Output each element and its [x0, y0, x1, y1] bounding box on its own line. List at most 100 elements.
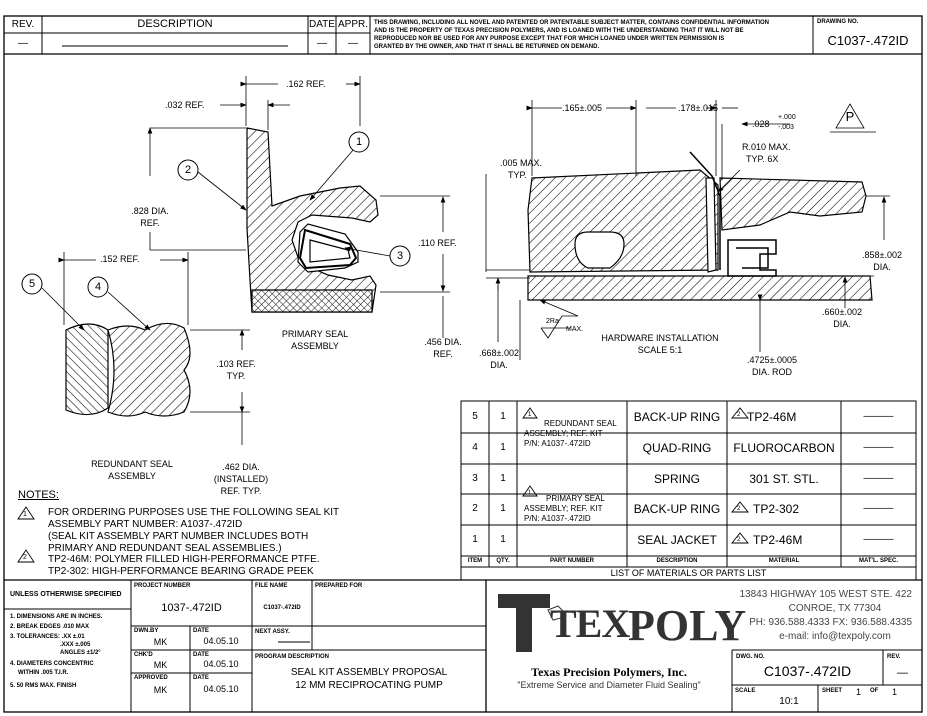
- rev-value: —: [18, 38, 28, 49]
- bom-material: TP2-46M: [747, 409, 797, 424]
- finish-max: MAX.: [566, 326, 584, 333]
- dim-165: .165±.005: [562, 103, 602, 113]
- part-number-redundant: REDUNDANT SEAL: [544, 419, 617, 428]
- bom-description: SPRING: [653, 471, 700, 486]
- dim-668: .668±.002: [479, 348, 519, 358]
- bom-description: BACK-UP RING: [633, 409, 721, 424]
- redundant-seal-title: REDUNDANT SEAL: [91, 459, 173, 469]
- dim-462-installed: (INSTALLED): [213, 474, 269, 484]
- dim-456-ref: REF.: [433, 349, 453, 359]
- dim-858-dia: DIA.: [873, 262, 891, 272]
- part-flag: 1: [528, 490, 532, 496]
- redundant-seal-title-2: ASSEMBLY: [108, 471, 156, 481]
- note-1-flag: 1: [23, 511, 27, 518]
- approved-by-value: MK: [153, 685, 168, 695]
- note-2-line: TP2-46M: POLYMER FILLED HIGH-PERFORMANCE…: [48, 554, 320, 565]
- notice-line: THIS DRAWING, INCLUDING ALL NOVEL AND PA…: [374, 20, 769, 26]
- balloon-1: 1: [355, 136, 363, 148]
- program-description-label: PROGRAM DESCRIPTION: [255, 654, 330, 660]
- bom-header-part: PART NUMBER: [550, 558, 594, 565]
- note-2-line: TP2-302: HIGH-PERFORMANCE BEARING GRADE …: [48, 566, 314, 577]
- bom-description: SEAL JACKET: [637, 533, 717, 548]
- bom-header-qty: QTY.: [496, 558, 510, 565]
- bom-item: 4: [472, 442, 478, 454]
- balloon-3: 3: [396, 250, 404, 262]
- email-link[interactable]: e-mail: info@texpoly.com: [779, 631, 891, 642]
- bom-spec: ———: [863, 442, 894, 454]
- bom-qty: 1: [500, 410, 506, 422]
- dim-005-typ: TYP.: [508, 170, 527, 180]
- date-label: DATE: [193, 652, 209, 658]
- spec-line: ANGLES ±1/2°: [60, 650, 101, 656]
- part-number-primary: P/N: A1037-.472ID: [524, 514, 591, 523]
- dim-028-plus: +.000: [778, 114, 796, 121]
- checked-by-label: CHK'D: [134, 652, 153, 658]
- bom-spec: ———: [863, 410, 894, 422]
- approved-by-label: APPROVED: [134, 675, 168, 681]
- drawn-by-label: DWN.BY: [134, 628, 159, 634]
- appr-header: APPR.: [337, 19, 368, 30]
- dim-660-dia: DIA.: [833, 319, 851, 329]
- drawing-no-value: C1037-.472ID: [827, 33, 909, 48]
- dwg-no-value: C1037-.472ID: [763, 663, 852, 679]
- dim-858: .858±.002: [862, 250, 902, 260]
- scale-label: SCALE: [735, 688, 756, 694]
- bom-qty: 1: [500, 472, 506, 484]
- bom-material: TP2-46M: [753, 533, 803, 548]
- of-label: OF: [870, 688, 879, 694]
- dim-152-ref: .152 REF.: [100, 254, 140, 264]
- balloon-5: 5: [28, 278, 36, 290]
- radius-note: R.010 MAX.: [742, 142, 791, 152]
- description-header: DESCRIPTION: [137, 18, 213, 30]
- file-name-value: C1037-.472ID: [263, 605, 301, 611]
- dwg-no-label: DWG. NO.: [736, 654, 765, 660]
- prepared-for-label: PREPARED FOR: [315, 583, 363, 589]
- dim-668-dia: DIA.: [490, 360, 508, 370]
- p-symbol-icon: P: [845, 109, 855, 124]
- rev-value: —: [897, 667, 908, 679]
- dim-162-ref: .162 REF.: [286, 79, 326, 89]
- dim-462-dia: .462 DIA.: [222, 462, 260, 472]
- dim-4725: .4725±.0005: [747, 355, 797, 365]
- note-1-line: (SEAL KIT ASSEMBLY PART NUMBER INCLUDES …: [48, 531, 309, 542]
- primary-seal-title-2: ASSEMBLY: [291, 341, 339, 351]
- note-1-line: ASSEMBLY PART NUMBER: A1037-.472ID: [48, 519, 243, 530]
- bom-material: 301 ST. STL.: [749, 471, 819, 486]
- dim-032-ref: .032 REF.: [165, 100, 205, 110]
- bom-spec: ———: [863, 534, 894, 546]
- program-description-1: SEAL KIT ASSEMBLY PROPOSAL: [290, 667, 448, 678]
- bom-qty: 1: [500, 442, 506, 454]
- drawn-by-value: MK: [153, 637, 168, 647]
- part-number-primary: PRIMARY SEAL: [546, 494, 605, 503]
- part-number-redundant: ASSEMBLY; REF. KIT: [524, 429, 603, 438]
- bom-description: QUAD-RING: [642, 441, 712, 456]
- sheet-value: 1: [856, 687, 862, 697]
- dim-103-typ: TYP.: [226, 371, 246, 381]
- bom-item: 5: [472, 410, 478, 422]
- date-header: DATE: [309, 19, 335, 30]
- date-value: —: [317, 38, 327, 49]
- note-1-line: PRIMARY AND REDUNDANT SEAL ASSEMBLIES.): [48, 543, 282, 554]
- dim-028-minus: -.003: [778, 124, 794, 131]
- unless-specified: UNLESS OTHERWISE SPECIFIED: [10, 591, 122, 598]
- logo-tex: TEX: [550, 601, 630, 646]
- notice-line: REPRODUCED NOR BE USED FOR ANY PURPOSE E…: [374, 36, 725, 42]
- radius-note-2: TYP. 6X: [746, 154, 779, 164]
- dim-110-ref: .110 REF.: [418, 238, 457, 248]
- project-number-value: 1037-.472ID: [161, 602, 222, 614]
- bom-spec: ———: [863, 472, 894, 484]
- note-1-line: FOR ORDERING PURPOSES USE THE FOLLOWING …: [48, 507, 340, 518]
- bom-header-spec: MAT'L. SPEC.: [859, 558, 898, 565]
- dim-103-ref: .103 REF.: [216, 359, 256, 369]
- hardware-title: HARDWARE INSTALLATION: [601, 333, 719, 343]
- date-value: 04.05.10: [203, 684, 239, 694]
- company-name: Texas Precision Polymers, Inc.: [531, 665, 687, 679]
- address-line: 13843 HIGHWAY 105 WEST STE. 422: [739, 589, 913, 600]
- date-label: DATE: [193, 675, 209, 681]
- dim-028: .028: [752, 119, 770, 129]
- hardware-scale: SCALE 5:1: [637, 345, 683, 355]
- notice-line: GRANTED BY THE OWNER, AND THAT IT SHALL …: [374, 44, 600, 50]
- bom-header-item: ITEM: [467, 558, 483, 565]
- spec-line: WITHIN .005 T.I.R.: [18, 670, 69, 676]
